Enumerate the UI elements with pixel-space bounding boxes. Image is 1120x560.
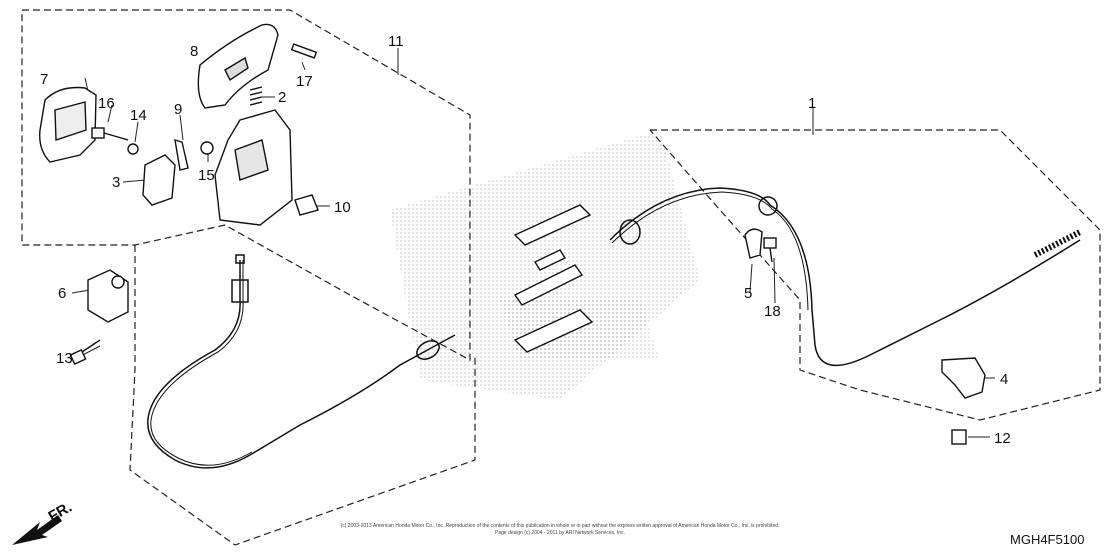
diagram-code: MGH4F5100 — [1010, 532, 1085, 547]
spring-part-2 — [249, 86, 263, 106]
switch-part-3 — [142, 154, 176, 206]
joiner-upper-half — [513, 204, 592, 246]
pin-part-17 — [290, 43, 318, 59]
callout-17: 17 — [296, 73, 313, 90]
bolt-part-16 — [91, 127, 129, 141]
cable-left — [147, 260, 456, 469]
joiner-small — [533, 249, 567, 271]
clip-part-10 — [294, 194, 319, 216]
callout-8: 8 — [190, 43, 198, 60]
callout-13: 13 — [56, 350, 73, 367]
callout-1: 1 — [808, 95, 816, 112]
bolt-part-12 — [951, 429, 967, 445]
joiner-lower-half — [513, 309, 594, 353]
callout-9: 9 — [174, 101, 182, 118]
callout-16: 16 — [98, 95, 115, 112]
callout-15: 15 — [198, 167, 215, 184]
joiner-sleeve — [513, 264, 584, 306]
clip-part-9 — [174, 139, 189, 171]
cable-right — [609, 187, 1081, 367]
group-box-1 — [649, 129, 1101, 421]
bracket-part-4 — [941, 357, 986, 399]
group-box-left-cable — [129, 245, 476, 546]
copyright-line-2: Page design (c) 2004 - 2011 by ARI Netwo… — [495, 530, 625, 536]
front-arrow-icon — [12, 515, 62, 545]
callout-14: 14 — [130, 107, 147, 124]
washer-part-14 — [127, 143, 139, 155]
callout-18: 18 — [764, 303, 781, 320]
clamp-part-5 — [744, 228, 763, 259]
bolt-part-13 — [69, 339, 101, 365]
nut-part-15 — [200, 141, 214, 155]
group-box-11 — [21, 9, 471, 362]
copyright-line-1: (c) 2003-2013 American Honda Motor Co., … — [340, 523, 780, 529]
callout-5: 5 — [744, 285, 752, 302]
callout-3: 3 — [112, 174, 120, 191]
callout-6: 6 — [58, 285, 66, 302]
callout-10: 10 — [334, 199, 351, 216]
callout-4: 4 — [1000, 371, 1008, 388]
callout-7: 7 — [40, 71, 48, 88]
callout-labels: 1 2 3 4 5 6 7 8 9 10 11 12 13 14 15 16 1… — [40, 33, 1011, 447]
callout-2: 2 — [278, 89, 286, 106]
bolt-part-18 — [763, 237, 777, 263]
callout-11: 11 — [388, 33, 404, 50]
callout-12: 12 — [994, 430, 1011, 447]
